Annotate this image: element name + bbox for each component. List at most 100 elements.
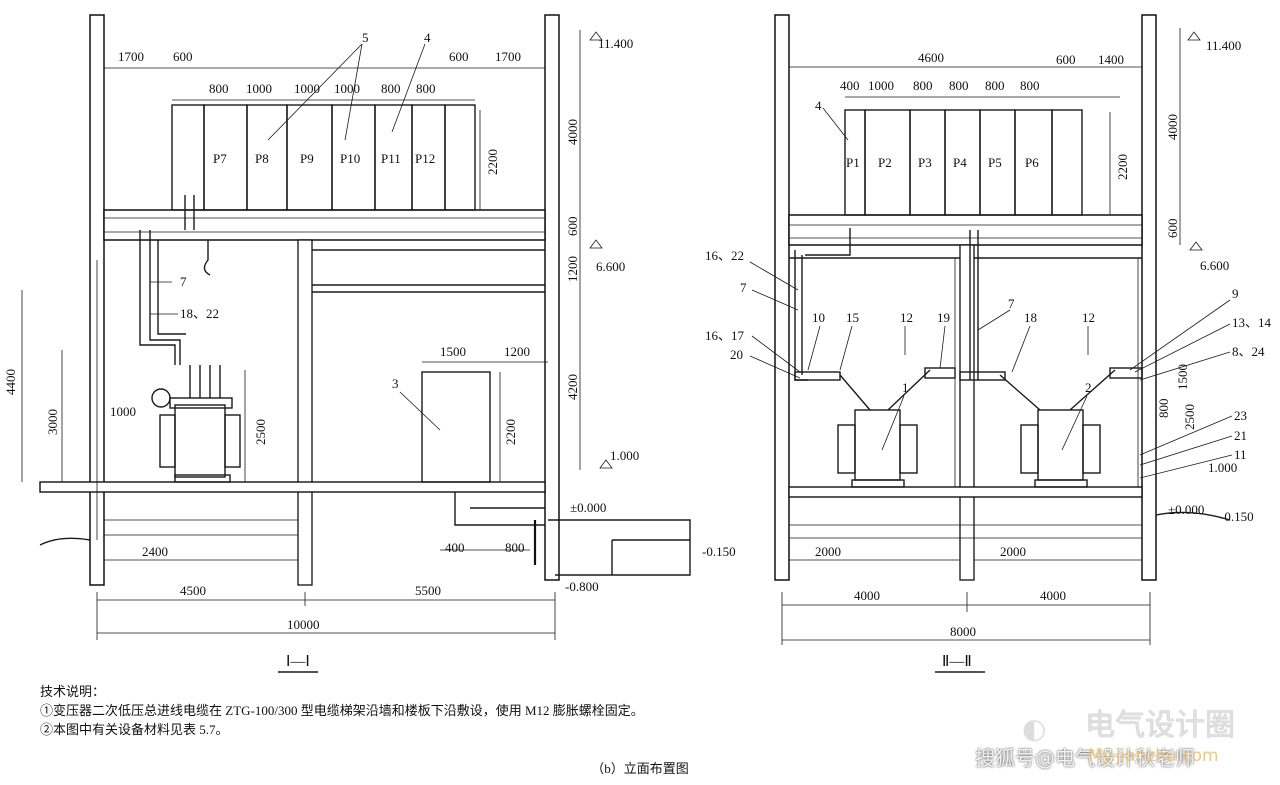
dim-left-800b: 800 [381,81,401,96]
dim-right-400: 400 [840,78,860,93]
dim-cabinet-1500: 1500 [440,344,466,359]
callout-r-21: 21 [1234,428,1247,443]
elev-left-minus-0150: -0.150 [702,544,736,559]
callout-r-7b: 7 [1008,296,1015,311]
elev-left-11400: 11.400 [598,36,633,51]
dim-right-800a: 800 [913,78,933,93]
dim-left-3000: 3000 [45,409,60,435]
dim-left-4500: 4500 [180,583,206,598]
dim-left-600a: 600 [173,49,193,64]
dim-left-1700a: 1700 [118,49,144,64]
watermark-brand: 电气设计圈 [1085,708,1235,743]
callout-4: 4 [424,30,431,45]
dim-right-1500: 1500 [1175,364,1190,390]
transformer-2: 2 [1020,380,1101,488]
dim-left-800a: 800 [209,81,229,96]
notes-heading: 技术说明： [40,684,106,699]
panel-label-p5: P5 [988,155,1002,170]
callout-7: 7 [180,274,187,289]
panel-label-p1: P1 [846,155,860,170]
elev-right-1000: 1.000 [1208,460,1237,475]
callout-r-7a: 7 [740,280,747,295]
dim-left-4000: 4000 [565,119,580,145]
panel-label-p8: P8 [255,151,269,166]
top-dimensions-right: 4600 400 1000 800 800 800 800 600 1400 [789,50,1142,98]
dim-left-4200: 4200 [565,374,580,400]
callouts-left: 5 4 7 18、22 3 [150,30,441,431]
panel-label-p2: P2 [878,155,892,170]
callout-r-16-17: 16、17 [705,328,745,343]
callout-5: 5 [362,30,369,45]
bottom-dimensions-left: 2400 400 800 4500 5500 10000 Ⅰ—Ⅰ [96,540,556,673]
dim-left-5500: 5500 [415,583,441,598]
dim-right-4000: 4000 [1165,114,1180,140]
callout-r-16-22: 16、22 [705,248,744,263]
callout-r-18: 18 [1024,310,1037,325]
dim-right-2000b: 2000 [1000,544,1026,559]
dim-right-4600: 4600 [918,50,944,65]
dim-right-1400: 1400 [1098,52,1124,67]
section-title-2: Ⅱ—Ⅱ [942,654,972,670]
callout-r-19: 19 [937,310,950,325]
section-1-building [39,14,691,586]
panel-label-p6: P6 [1025,155,1039,170]
dim-right-2200: 2200 [1115,154,1130,180]
dim-right-4000a: 4000 [854,588,880,603]
callout-r-4: 4 [815,98,822,113]
cabinet-3: 1500 1200 2200 [421,344,548,483]
callout-r-11: 11 [1234,447,1247,462]
vertical-dimensions-left: 4000 2200 600 1200 4200 11.400 6.600 1.0… [479,30,736,594]
panel-label-p12: P12 [415,151,435,166]
dim-left-10000: 10000 [287,617,320,632]
elev-left-minus-0800: -0.800 [565,579,599,594]
dim-left-1000-h: 1000 [110,404,136,419]
callout-r-8-24: 8、24 [1232,344,1265,359]
elev-right-11400: 11.400 [1206,38,1241,53]
callout-r-13-14: 13、14 [1232,315,1272,330]
dim-right-600: 600 [1056,52,1076,67]
dim-right-1000: 1000 [868,78,894,93]
callout-3: 3 [392,376,399,391]
dim-cabinet-1200: 1200 [504,344,530,359]
callout-r-9: 9 [1232,286,1239,301]
panel-row-left: P7 P8 P9 P10 P11 P12 [171,104,476,211]
callout-r-15: 15 [846,310,859,325]
callout-r-23: 23 [1234,408,1247,423]
dim-left-800c: 800 [416,81,436,96]
technical-notes: 技术说明： ①变压器二次低压总进线电缆在 ZTG-100/300 型电缆梯架沿墙… [40,682,644,739]
dim-left-4400: 4400 [3,369,18,395]
watermark-site: My.jianzhu.com [1088,746,1219,766]
dim-right-8000: 8000 [950,624,976,639]
dim-left-1700b: 1700 [495,49,521,64]
dim-cabinet-2200: 2200 [503,419,518,445]
dim-left-600b: 600 [449,49,469,64]
figure-caption: （b）立面布置图 [591,761,689,776]
dim-left-800: 800 [505,540,525,555]
callout-r-20: 20 [730,347,743,362]
watermark-source: 搜狐号@电气设计秋老师 [975,746,1195,770]
elev-right-0000: ±0.000 [1168,502,1204,517]
dim-left-1000b: 1000 [294,81,320,96]
transformer-left [139,195,241,483]
dim-right-600v: 600 [1165,219,1180,239]
wechat-icon: ◐ [1022,712,1047,745]
callout-r-12a: 12 [900,310,913,325]
dim-right-800c: 800 [985,78,1005,93]
elev-right-minus-0150: -0.150 [1220,509,1254,524]
vertical-dimensions-right: 4000 2200 600 1500 800 2500 11.400 6.600… [1109,28,1254,524]
top-dimensions-left: 1700 600 800 1000 1000 1000 800 800 600 … [104,49,545,101]
elev-left-0000: ±0.000 [570,500,606,515]
dim-left-2500: 2500 [253,419,268,445]
notes-line-2: ②本图中有关设备材料见表 5.7。 [40,722,229,737]
panel-label-p10: P10 [340,151,360,166]
dim-right-4000b: 4000 [1040,588,1066,603]
section-title-1: Ⅰ—Ⅰ [286,654,310,670]
dim-left-1200: 1200 [565,256,580,282]
panel-label-p3: P3 [918,155,932,170]
callout-18-22: 18、22 [180,306,219,321]
callouts-right: 4 16、22 7 16、17 20 10 15 12 19 7 18 12 9… [705,98,1272,479]
dim-right-800v: 800 [1156,399,1171,419]
panel-row-right: P1 P2 P3 P4 P5 P6 [844,109,1083,216]
callout-r-10: 10 [812,310,825,325]
